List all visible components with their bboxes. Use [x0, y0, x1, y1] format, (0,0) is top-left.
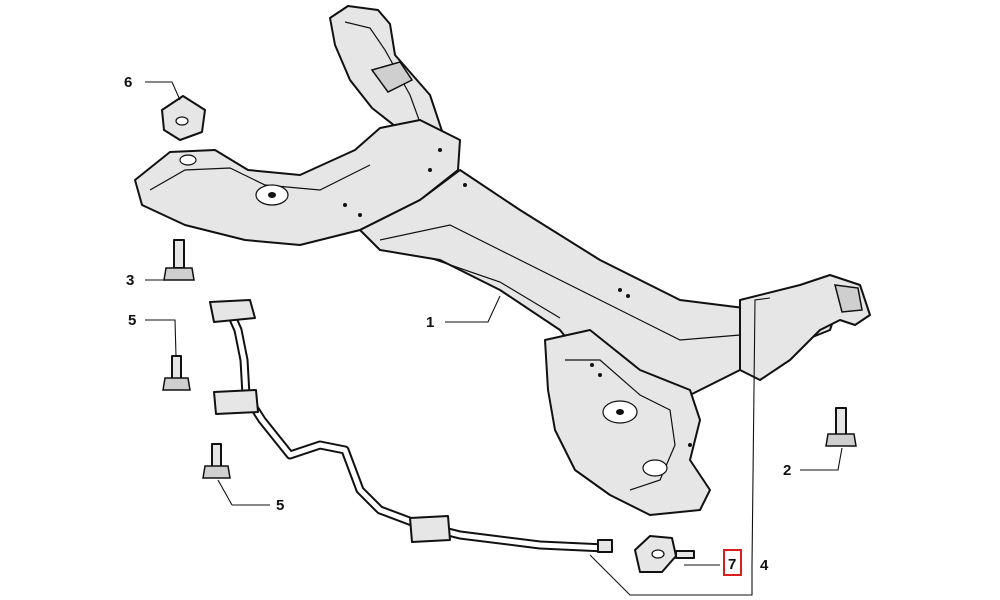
mount-pad-part [161, 95, 206, 141]
bolt-part-5-upper [162, 355, 191, 391]
callout-7: 7 [728, 556, 736, 573]
leader-lines [145, 81, 843, 596]
callout-4: 4 [760, 557, 769, 574]
callout-1: 1 [426, 314, 434, 331]
end-link-part [634, 535, 695, 573]
bolt-part-5-lower [202, 443, 231, 479]
callout-3: 3 [126, 272, 134, 289]
bolt-part-2 [825, 407, 857, 447]
bolt-part-3 [163, 239, 195, 281]
stabilizer-bar [209, 299, 613, 553]
callout-5-upper: 5 [128, 312, 136, 329]
callout-2: 2 [783, 462, 791, 479]
callout-6: 6 [124, 74, 132, 91]
callout-5-lower: 5 [276, 497, 284, 514]
callout-7-highlight-box [723, 549, 742, 576]
subframe-crossmember [134, 5, 871, 516]
